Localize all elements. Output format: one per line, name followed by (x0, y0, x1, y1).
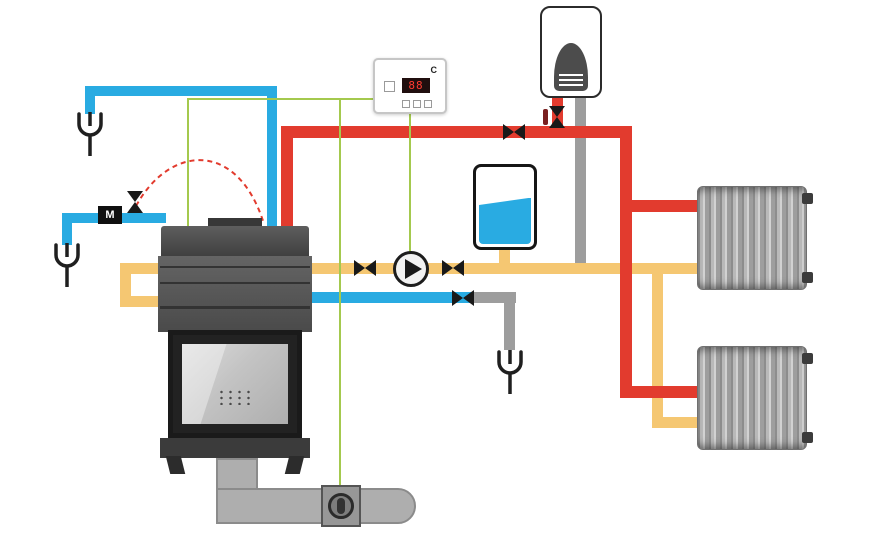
fireplace-seam (160, 266, 310, 268)
controller-button (384, 81, 395, 92)
return-radiator2-horizontal (652, 417, 700, 428)
radiator-upper (697, 186, 813, 290)
drain-pipe-vertical (504, 292, 515, 350)
radiator-vent-knob (802, 353, 813, 364)
expansion-tank (473, 164, 537, 250)
mixer-valve-label: M (105, 209, 115, 221)
wall-boiler (540, 6, 602, 98)
fireplace-insert (158, 218, 312, 474)
coldwater-drain2-vertical (62, 213, 72, 245)
controller-display: 88 (402, 78, 430, 93)
controller-button (424, 100, 432, 108)
fireplace-seam (160, 306, 310, 309)
sensor-wire-horizontal (187, 98, 375, 100)
damper-slot-icon (337, 498, 345, 514)
boiler-return-pipe (575, 96, 586, 272)
return-left-vertical (120, 263, 131, 307)
coldwater-drain1-vertical (85, 86, 95, 114)
coldwater-top-horizontal (85, 86, 277, 96)
drain-funnel-icon (497, 350, 523, 394)
sensor-wire-flue-damper (339, 98, 341, 490)
fireplace-seam (160, 282, 310, 284)
coldwater-top-vertical (267, 86, 277, 232)
fireplace-drain-horizontal (300, 292, 472, 303)
fireplace-leg (284, 456, 305, 474)
supply-fireplace-vertical (281, 128, 293, 232)
controller-button (402, 100, 410, 108)
controller-button (413, 100, 421, 108)
pump-rotor-icon (405, 259, 422, 279)
radiator-vent-knob (802, 432, 813, 443)
drain-funnel-icon (77, 112, 103, 156)
circulation-pump (393, 251, 429, 287)
drain-funnel-icon (54, 243, 80, 287)
radiator-vent-knob (802, 272, 813, 283)
sensor-wire-pump (409, 112, 411, 254)
tank-stub-pipe (499, 244, 510, 268)
radiator-vent-knob (802, 193, 813, 204)
glass-vent-dots (217, 388, 253, 405)
boiler-valve-handle (543, 109, 548, 125)
return-valve-left-icon (354, 260, 376, 276)
supply-valve-icon (503, 124, 525, 140)
flue-damper (321, 485, 361, 527)
supply-radiator2-horizontal (624, 386, 700, 398)
fireplace-glass (182, 344, 288, 424)
return-right-vertical (652, 263, 663, 428)
boiler-burner-icon (554, 43, 588, 91)
drain-pipe-horizontal (468, 292, 516, 303)
drain-valve-icon (452, 290, 474, 306)
supply-radiator1-horizontal (626, 200, 700, 212)
fireplace-base (160, 438, 310, 458)
fireplace-leg (165, 456, 186, 474)
supply-right-vertical (620, 126, 632, 398)
mixer-valve-box: M (98, 206, 122, 224)
fireplace-body (158, 256, 312, 332)
boiler-valve-icon (543, 106, 565, 128)
flue-horizontal (216, 488, 416, 524)
fireplace-hood (161, 226, 309, 256)
tank-water-level (479, 197, 531, 244)
glass-reflection (182, 344, 231, 424)
controller-unit-label: C (430, 65, 438, 75)
temperature-controller: C 88 (373, 58, 447, 114)
supply-top-horizontal (281, 126, 632, 138)
thermal-safety-valve-icon (127, 191, 143, 213)
return-valve-right-icon (442, 260, 464, 276)
sensor-wire-fireplace (187, 98, 189, 232)
return-left-horizontal (120, 296, 166, 307)
radiator-lower (697, 346, 813, 450)
fireplace-door (168, 330, 302, 438)
